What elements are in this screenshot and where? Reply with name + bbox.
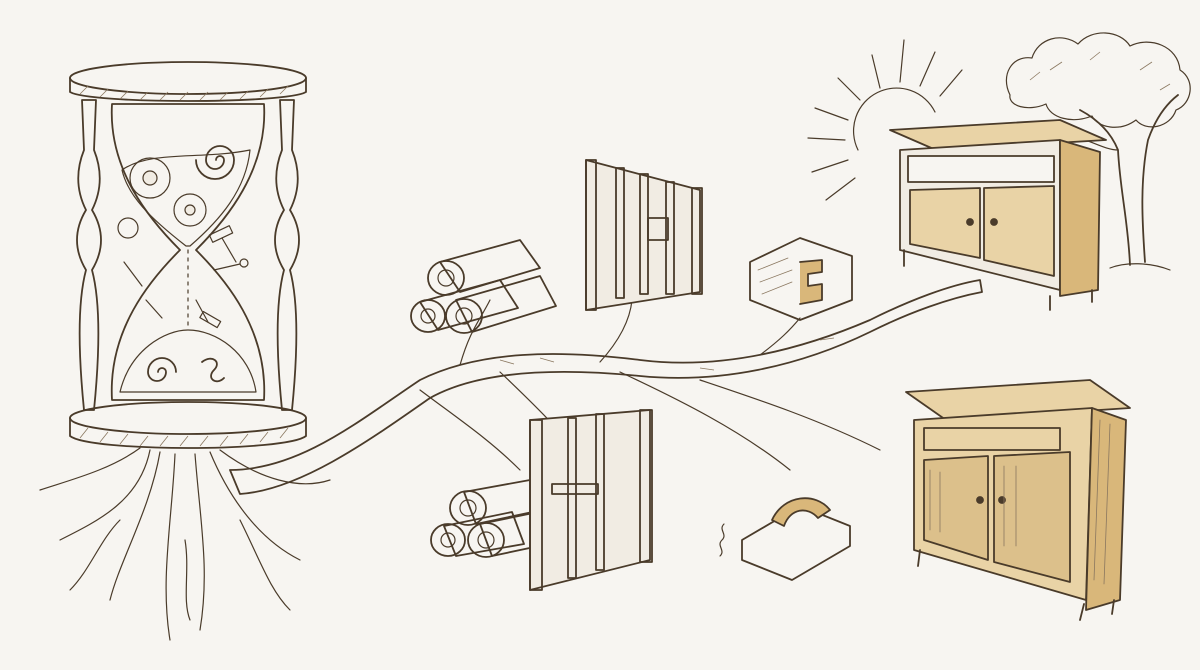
log-pile-icon	[410, 239, 557, 334]
log-pile-icon	[430, 479, 559, 558]
tree-branch-icon	[229, 279, 983, 495]
hammer-icon	[195, 225, 237, 329]
sun-icon	[807, 39, 963, 201]
wall-frame-icon	[585, 159, 703, 311]
hourglass-icon	[69, 61, 307, 449]
cabinet-icon	[889, 119, 1107, 311]
roots-icon	[39, 447, 331, 641]
cabinet-icon	[905, 379, 1131, 621]
spiral-icon	[195, 145, 235, 180]
dovetail-joint-icon	[749, 237, 853, 321]
wall-frame-icon	[529, 409, 653, 591]
wrench-icon	[123, 258, 249, 319]
hand-plane-icon	[719, 497, 851, 581]
gear-icon	[117, 157, 207, 239]
